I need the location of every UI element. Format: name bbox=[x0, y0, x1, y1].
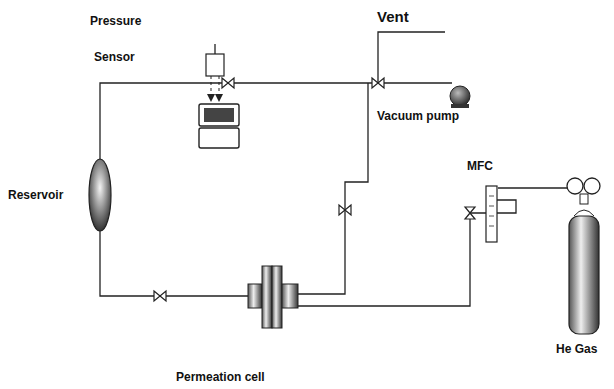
part-label: He Gas bbox=[556, 343, 597, 356]
mass-flow-controller bbox=[486, 186, 497, 242]
valve-symbols bbox=[154, 78, 475, 301]
part-label: Reservoir bbox=[8, 189, 63, 202]
part-label: MFC bbox=[467, 160, 493, 173]
part-label: Pressure bbox=[90, 15, 141, 28]
permeation-cell bbox=[248, 266, 298, 328]
part-label: Sensor bbox=[94, 51, 135, 64]
reservoir-vessel bbox=[89, 159, 111, 231]
part-label: Vacuum pump bbox=[377, 110, 459, 123]
vacuum-pump-symbol bbox=[450, 86, 470, 106]
pressure-sensor bbox=[199, 54, 239, 148]
piping bbox=[100, 32, 570, 306]
pump-base bbox=[451, 104, 469, 108]
gas-cylinder bbox=[567, 178, 600, 334]
part-label: Permeation cell bbox=[176, 371, 265, 384]
part-label: Vent bbox=[377, 9, 409, 26]
